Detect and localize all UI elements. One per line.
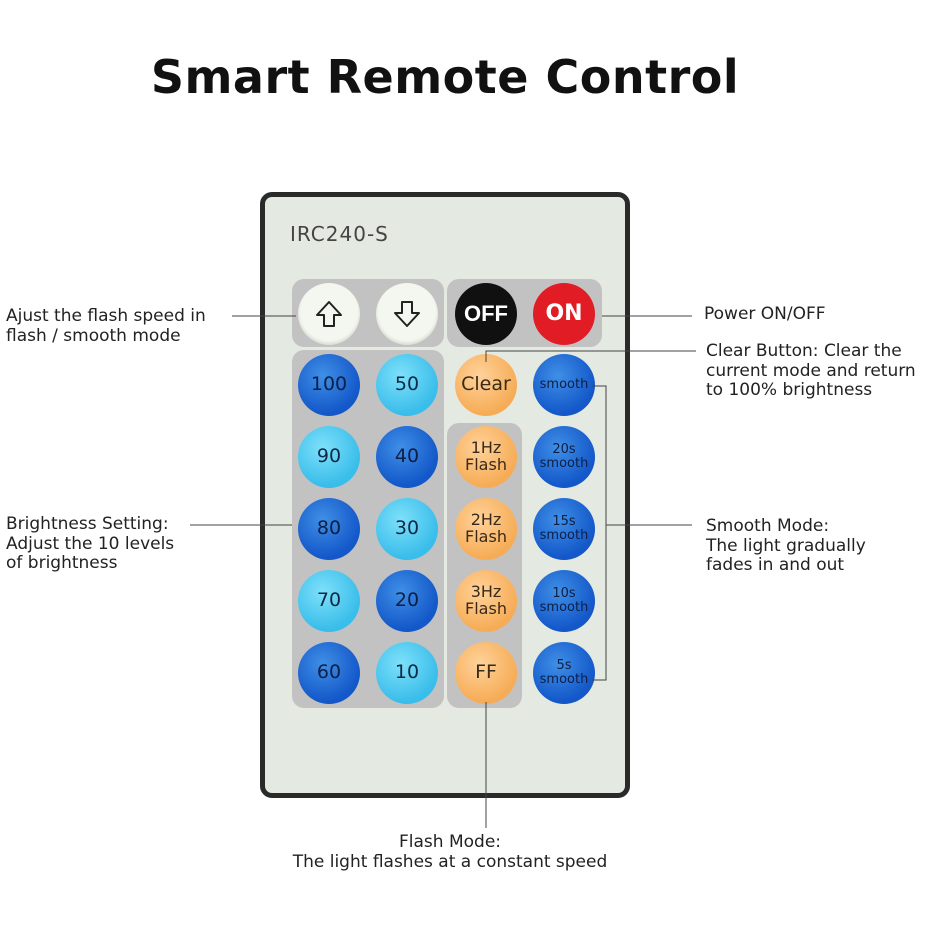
brightness-30-button[interactable]: 30: [376, 498, 438, 560]
brightness-90-button[interactable]: 90: [298, 426, 360, 488]
brightness-label: 100: [310, 373, 348, 396]
annotation-line: flash / smooth mode: [6, 325, 181, 346]
flash-rate-label: 2Hz: [470, 510, 502, 530]
down-arrow-icon: [394, 301, 420, 327]
off-label: OFF: [464, 301, 508, 327]
brightness-20-button[interactable]: 20: [376, 570, 438, 632]
clear-annotation: Clear Button: Clear the current mode and…: [706, 341, 916, 401]
annotation-line: Smooth Mode:: [706, 516, 830, 536]
clear-leader-line: [485, 350, 696, 362]
flash-word-label: Flash: [465, 599, 507, 618]
ff-button[interactable]: FF: [455, 642, 517, 704]
brightness-label: 90: [316, 445, 342, 468]
annotation-line: The light gradually: [706, 535, 866, 556]
brightness-100-button[interactable]: 100: [298, 354, 360, 416]
brightness-label: 60: [316, 661, 342, 684]
brightness-60-button[interactable]: 60: [298, 642, 360, 704]
speed-up-button[interactable]: [298, 283, 360, 345]
power-annotation: Power ON/OFF: [704, 304, 826, 325]
speed-down-button[interactable]: [376, 283, 438, 345]
flash-mode-annotation: Flash Mode: The light flashes at a const…: [250, 832, 650, 872]
smooth-bracket-line: [592, 385, 607, 681]
smooth-time-label: 15s: [552, 514, 576, 530]
clear-button[interactable]: Clear: [455, 354, 517, 416]
brightness-label: 70: [316, 589, 342, 612]
flash-rate-label: 1Hz: [470, 438, 502, 458]
annotation-line: current mode and return: [706, 360, 916, 381]
smooth-time-label: 5s: [556, 658, 572, 674]
page-title: Smart Remote Control: [150, 50, 740, 104]
speed-annotation: Ajust the flash speed in flash / smooth …: [6, 306, 206, 346]
flash-word-label: Flash: [465, 455, 507, 474]
annotation-line: Clear Button: Clear the: [706, 341, 902, 361]
brightness-80-button[interactable]: 80: [298, 498, 360, 560]
brightness-70-button[interactable]: 70: [298, 570, 360, 632]
annotation-line: of brightness: [6, 553, 118, 573]
brightness-50-button[interactable]: 50: [376, 354, 438, 416]
annotation-line: The light flashes at a constant speed: [292, 851, 608, 872]
brightness-label: 20: [394, 589, 420, 612]
smooth-word-label: smooth: [539, 672, 589, 687]
flash-rate-label: 3Hz: [470, 582, 502, 602]
brightness-label: 30: [394, 517, 420, 540]
brightness-label: 50: [394, 373, 420, 396]
brightness-label: 40: [394, 445, 420, 468]
annotation-line: to 100% brightness: [706, 380, 873, 400]
smooth-word-label: smooth: [539, 456, 589, 471]
off-button[interactable]: OFF: [455, 283, 517, 345]
annotation-line: Power ON/OFF: [704, 304, 826, 324]
annotation-line: Ajust the flash speed in: [6, 306, 206, 326]
brightness-40-button[interactable]: 40: [376, 426, 438, 488]
brightness-label: 10: [394, 661, 420, 684]
ff-label: FF: [475, 661, 497, 684]
on-button[interactable]: ON: [533, 283, 595, 345]
smooth-time-label: 20s: [552, 442, 576, 458]
smooth-button[interactable]: smooth: [533, 354, 595, 416]
annotation-line: Flash Mode:: [399, 832, 501, 852]
flash-word-label: Flash: [465, 527, 507, 546]
annotation-line: Adjust the 10 levels: [6, 533, 175, 554]
on-label: ON: [545, 301, 583, 327]
annotation-line: fades in and out: [706, 555, 845, 575]
smooth-mode-annotation: Smooth Mode: The light gradually fades i…: [706, 516, 866, 576]
brightness-annotation: Brightness Setting: Adjust the 10 levels…: [6, 514, 175, 574]
brightness-10-button[interactable]: 10: [376, 642, 438, 704]
brightness-label: 80: [316, 517, 342, 540]
clear-label: Clear: [461, 373, 511, 396]
smooth-word-label: smooth: [539, 600, 589, 615]
model-label: IRC240-S: [290, 222, 389, 246]
smooth-time-label: 10s: [552, 586, 576, 602]
smooth-word-label: smooth: [539, 528, 589, 543]
annotation-line: Brightness Setting:: [6, 514, 169, 534]
smooth-label: smooth: [539, 377, 589, 393]
up-arrow-icon: [316, 301, 342, 327]
